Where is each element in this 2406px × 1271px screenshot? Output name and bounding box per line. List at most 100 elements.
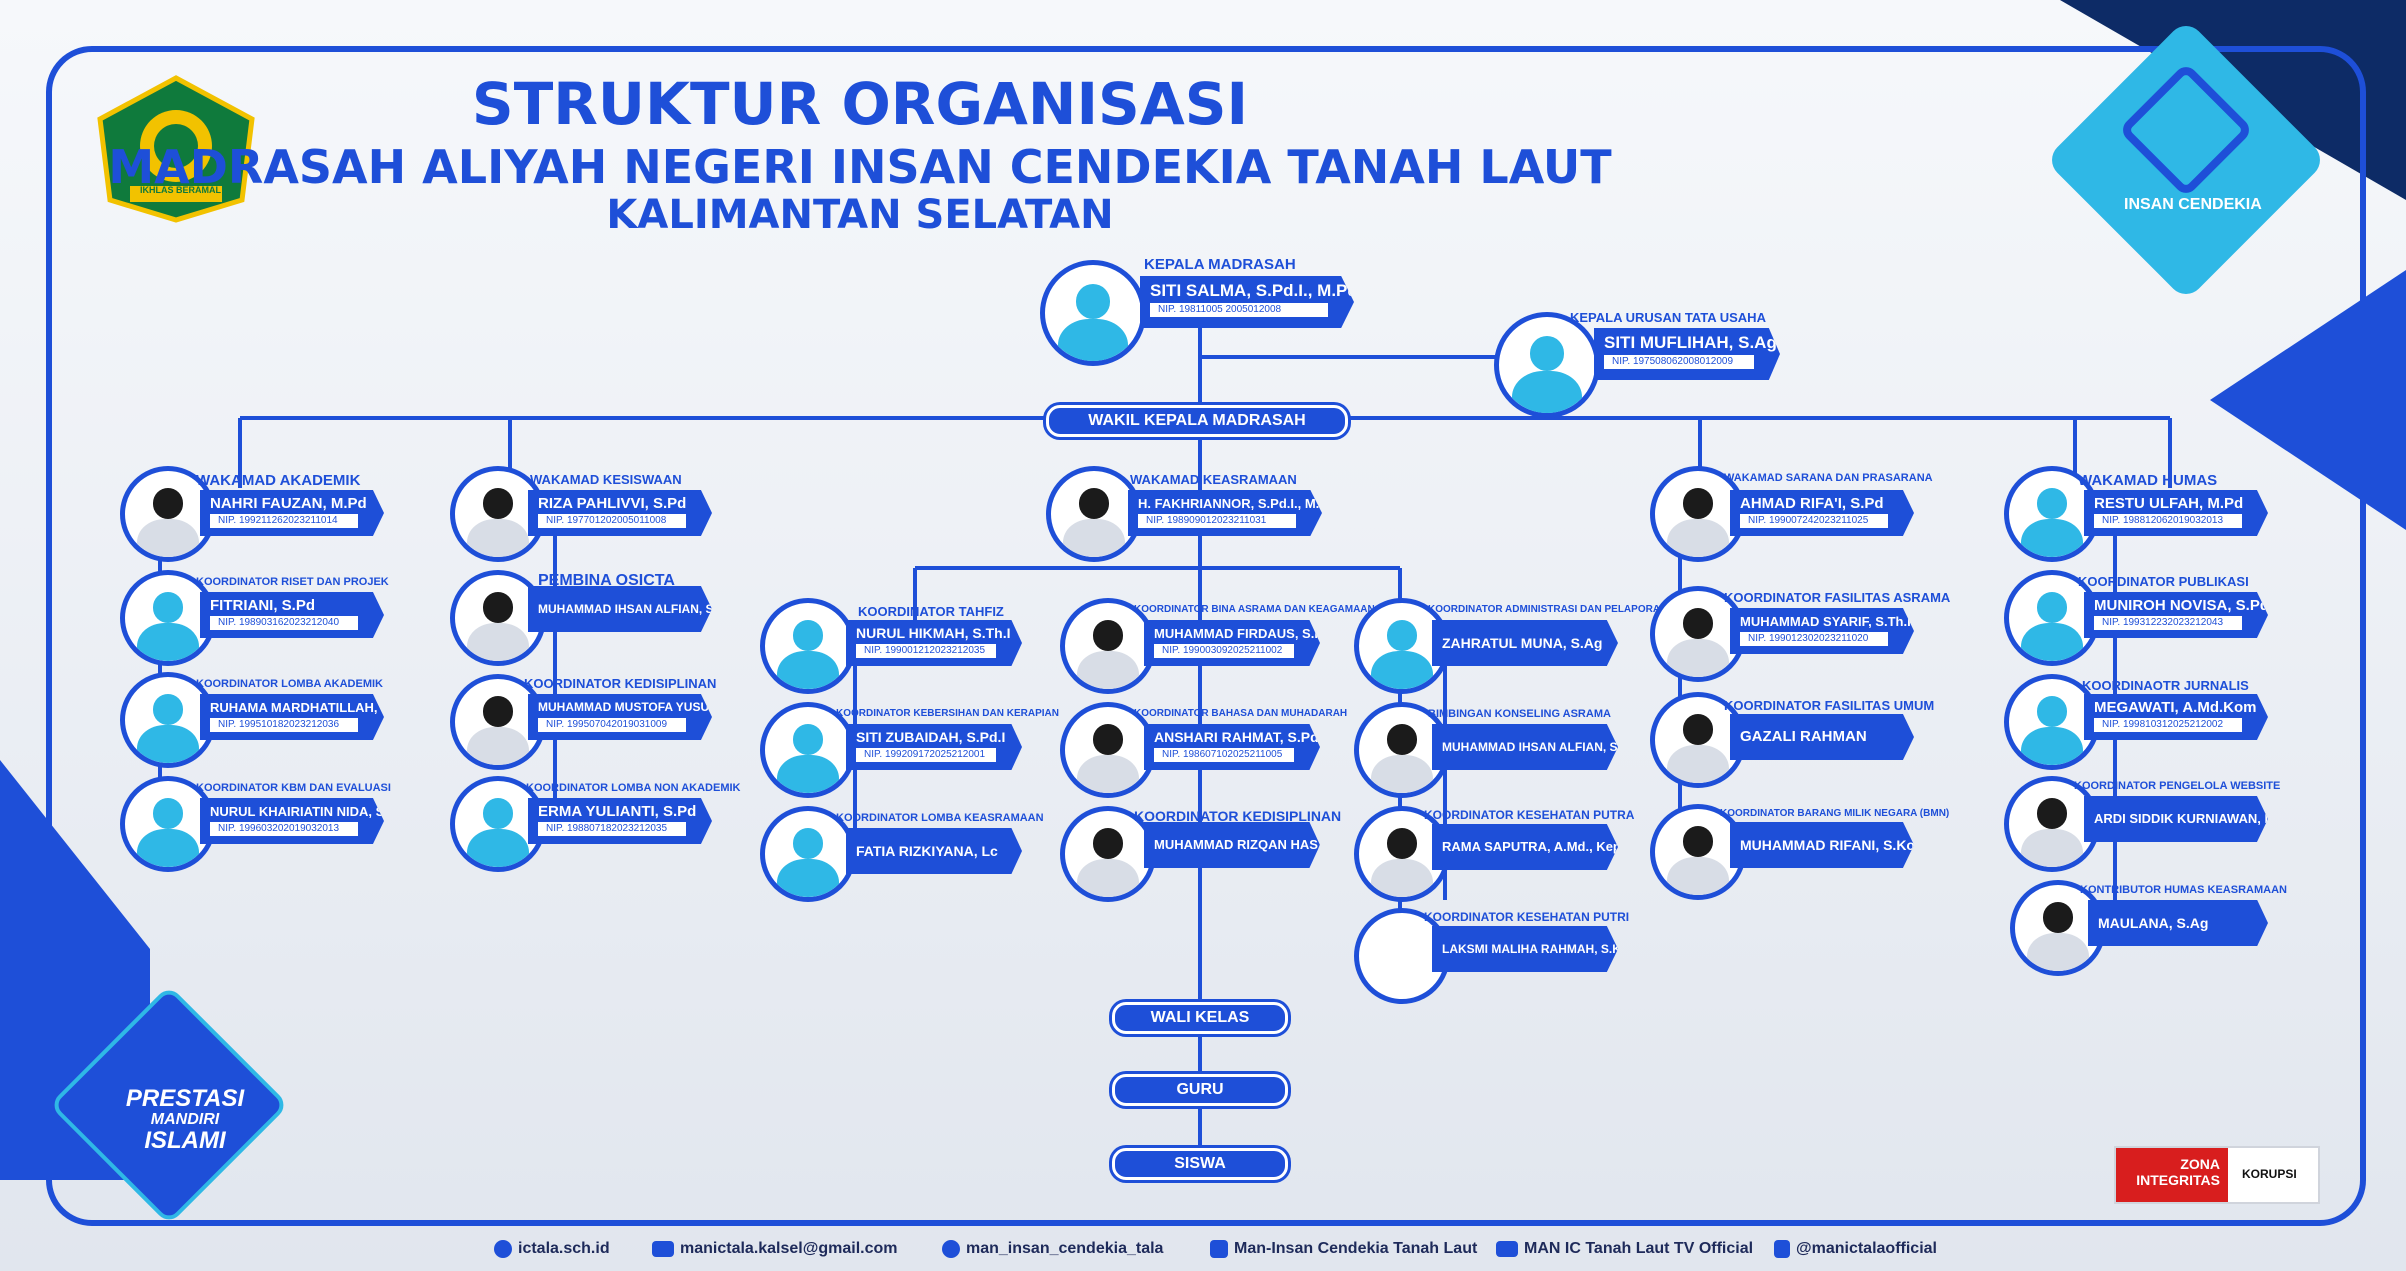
- person-name: RIZA PAHLIVVI, S.Pd: [538, 495, 687, 512]
- name-tag: MUHAMMAD IHSAN ALFIAN, S.Pd: [528, 586, 712, 632]
- node-role: WAKAMAD SARANA DAN PRASARANA: [1724, 472, 1933, 484]
- person-name: RAMA SAPUTRA, A.Md., Kep: [1442, 839, 1621, 854]
- youtube-icon: [1496, 1240, 1518, 1257]
- person-name: H. FAKHRIANNOR, S.Pd.I., M.Pd: [1138, 496, 1336, 511]
- person-name: MUHAMMAD RIFANI, S.Kom: [1740, 837, 1928, 853]
- slogan-line-2: MANDIRI: [150, 1111, 220, 1128]
- avatar: [2004, 776, 2100, 872]
- person-name: RESTU ULFAH, M.Pd: [2094, 495, 2244, 512]
- node-role: KOORDINATOR ADMINISTRASI DAN PELAPORAN: [1428, 604, 1668, 615]
- node-role: KOORDINATOR KESEHATAN PUTRI: [1424, 910, 1630, 924]
- avatar: [1650, 804, 1746, 900]
- footer-instagram[interactable]: man_insan_cendekia_tala: [942, 1240, 1163, 1258]
- person-name: ZAHRATUL MUNA, S.Ag: [1442, 635, 1603, 651]
- person-name: MUNIROH NOVISA, S.Pd: [2094, 597, 2270, 614]
- person-name: SITI ZUBAIDAH, S.Pd.I: [856, 729, 1006, 745]
- node-role: KOORDINATOR KEBERSIHAN DAN KERAPIAN: [836, 708, 1059, 719]
- node-role: KOORDINATOR LOMBA AKADEMIK: [196, 678, 383, 690]
- footer-tiktok[interactable]: @manictalaofficial: [1774, 1240, 1937, 1258]
- ministry-logo-text: IKHLAS BERAMAL: [140, 185, 221, 195]
- person-nip: NIP. 198903162023212040: [210, 616, 358, 630]
- page-subtitle: MADRASAH ALIYAH NEGERI INSAN CENDEKIA TA…: [108, 140, 1612, 194]
- slogan-line-1: PRESTASI: [125, 1085, 245, 1112]
- person-name: MEGAWATI, A.Md.Kom: [2094, 699, 2257, 716]
- node-role: KOORDINAOTR JURNALIS: [2082, 678, 2249, 693]
- website-text: ictala.sch.id: [518, 1240, 610, 1258]
- node-role: KOORDINATOR FASILITAS UMUM: [1724, 698, 1935, 713]
- node-role: KOORDINATOR KEDISIPLINAN: [1134, 808, 1342, 824]
- avatar: [120, 466, 216, 562]
- node-role: KOORDINATOR RISET DAN PROJEK: [196, 576, 389, 588]
- person-nip: NIP. 199507042019031009: [538, 718, 686, 732]
- person-nip: NIP. 198909012023211031: [1138, 514, 1296, 528]
- facebook-icon: [1210, 1240, 1228, 1258]
- slogan-text: PRESTASI MANDIRI ISLAMI: [110, 1086, 260, 1153]
- zona-line-1: ZONA: [2180, 1156, 2220, 1172]
- person-name: MUHAMMAD SYARIF, S.Th.I: [1740, 614, 1911, 629]
- instagram-text: man_insan_cendekia_tala: [966, 1240, 1164, 1258]
- footer-website[interactable]: ictala.sch.id: [494, 1240, 610, 1258]
- avatar: [760, 598, 856, 694]
- name-tag: RAMA SAPUTRA, A.Md., Kep: [1432, 824, 1618, 870]
- person-nip: NIP. 199001212023212035: [856, 644, 996, 658]
- person-nip: NIP. 199003092025211002: [1154, 644, 1294, 658]
- avatar: [1046, 466, 1142, 562]
- avatar: [120, 672, 216, 768]
- person-name: FATIA RIZKIYANA, Lc: [856, 843, 998, 859]
- page-region: KALIMANTAN SELATAN: [606, 192, 1114, 238]
- footer-email[interactable]: manictala.kalsel@gmail.com: [652, 1240, 897, 1258]
- person-name: MUHAMMAD IHSAN ALFIAN, S.Pd: [538, 602, 733, 616]
- person-nip: NIP. 199312232023212043: [2094, 616, 2242, 630]
- node-role: KOORDINATOR LOMBA KEASRAMAAN: [836, 812, 1044, 824]
- zona-integritas-badge: ZONA INTEGRITAS KORUPSI: [2114, 1146, 2320, 1204]
- tiktok-icon: [1774, 1240, 1790, 1258]
- person-name: ERMA YULIANTI, S.Pd: [538, 803, 697, 820]
- avatar: [1494, 312, 1600, 418]
- node-role: BIMBINGAN KONSELING ASRAMA: [1428, 708, 1611, 720]
- guru-bar: GURU: [1112, 1074, 1288, 1106]
- facebook-text: Man-Insan Cendekia Tanah Laut: [1234, 1240, 1478, 1258]
- person-name: NAHRI FAUZAN, M.Pd: [210, 495, 367, 512]
- person-name: MAULANA, S.Ag: [2098, 915, 2209, 931]
- zona-line-2: INTEGRITAS: [2136, 1172, 2220, 1188]
- node-role: KEPALA URUSAN TATA USAHA: [1570, 310, 1766, 325]
- zona-box: ZONA INTEGRITAS: [2116, 1148, 2228, 1202]
- node-role: WAKAMAD KEASRAMAAN: [1130, 472, 1297, 487]
- person-name: NURUL KHAIRIATIN NIDA, S.Pd: [210, 804, 405, 819]
- node-role: WAKAMAD HUMAS: [2078, 472, 2218, 489]
- name-tag: MUHAMMAD RIFANI, S.Kom: [1730, 822, 1914, 868]
- person-nip: NIP. 199510182023212036: [210, 718, 358, 732]
- footer-facebook[interactable]: Man-Insan Cendekia Tanah Laut: [1210, 1240, 1477, 1258]
- name-tag: MUHAMMAD SYARIF, S.Th.I NIP. 199012302023…: [1730, 608, 1914, 654]
- node-role: KOORDINATOR LOMBA NON AKADEMIK: [526, 782, 741, 794]
- name-tag: ZAHRATUL MUNA, S.Ag: [1432, 620, 1618, 666]
- node-role: KOORDINATOR PENGELOLA WEBSITE: [2074, 780, 2281, 792]
- person-name: RUHAMA MARDHATILLAH, S. Pd: [210, 700, 414, 715]
- person-nip: NIP. 199012302023211020: [1740, 632, 1888, 646]
- node-role: KEPALA MADRASAH: [1144, 256, 1296, 273]
- no-korupsi-text: KORUPSI: [2242, 1167, 2297, 1181]
- node-role: WAKAMAD KESISWAAN: [530, 472, 682, 487]
- person-nip: NIP. 199007242023211025: [1740, 514, 1888, 528]
- footer-youtube[interactable]: MAN IC Tanah Laut TV Official: [1496, 1240, 1753, 1258]
- person-nip: NIP. 199810312025212002: [2094, 718, 2242, 732]
- person-nip: NIP. 198807182023212035: [538, 822, 686, 836]
- globe-icon: [494, 1240, 512, 1258]
- tiktok-text: @manictalaofficial: [1796, 1240, 1937, 1258]
- avatar: [1650, 692, 1746, 788]
- avatar: [1040, 260, 1146, 366]
- person-nip: NIP. 197701202005011008: [538, 514, 686, 528]
- name-tag: FATIA RIZKIYANA, Lc: [846, 828, 1022, 874]
- insan-cendekia-logo-text: INSAN CENDEKIA: [2124, 196, 2262, 213]
- node-role: KONTRIBUTOR HUMAS KEASRAMAAN: [2080, 884, 2287, 896]
- blue-frame: [46, 46, 2366, 1226]
